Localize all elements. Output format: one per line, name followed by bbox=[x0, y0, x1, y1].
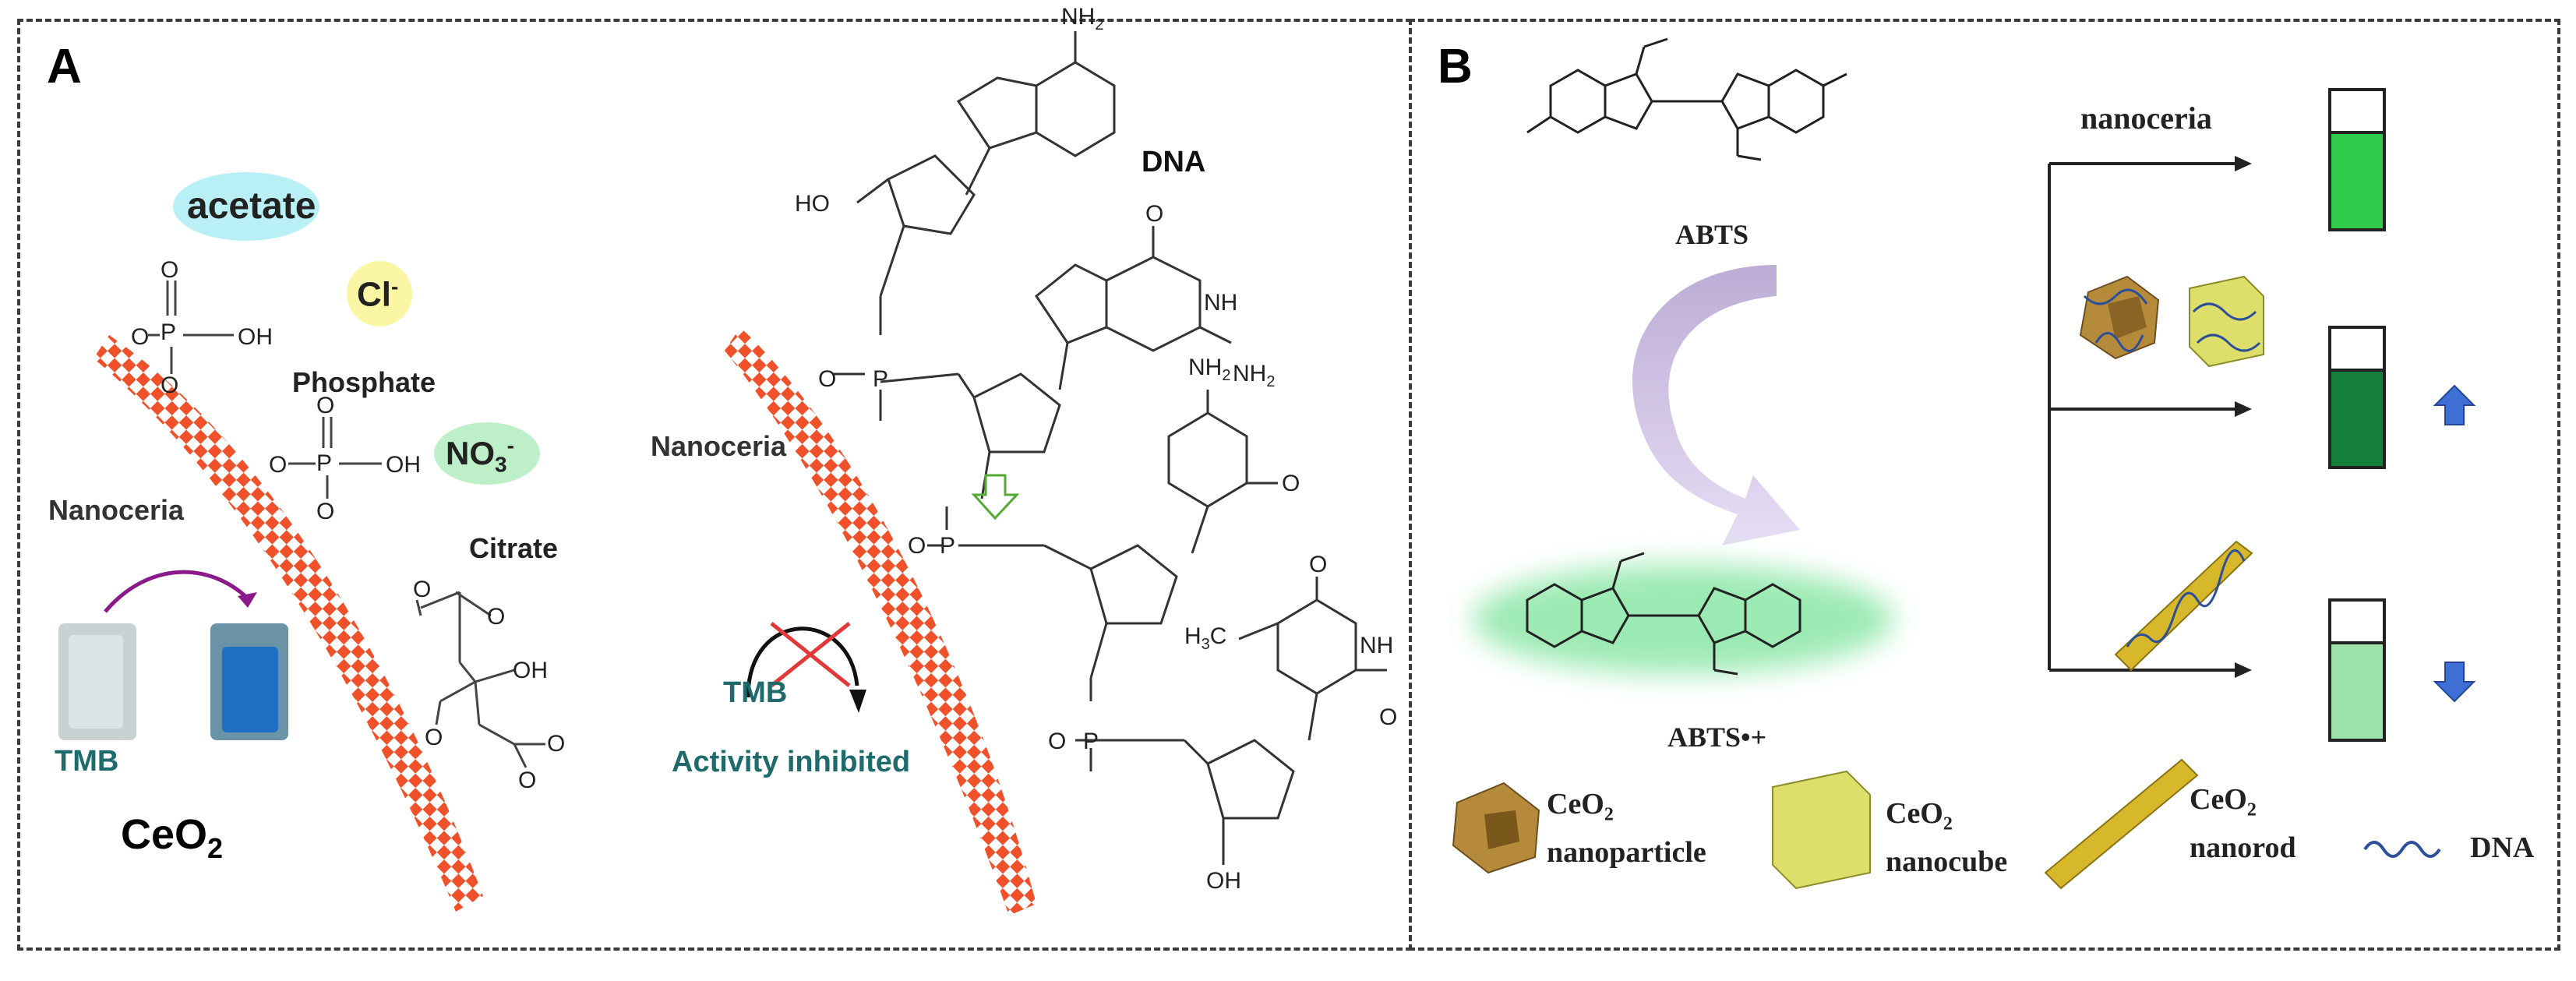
phosphate-dna3-o: O bbox=[1048, 729, 1067, 754]
nanoceria-surface-right bbox=[725, 327, 1036, 916]
panel-b-drawing bbox=[1452, 37, 2476, 890]
panel-a-drawing bbox=[58, 31, 1387, 916]
sugar4-oh: OH bbox=[1206, 868, 1241, 894]
citrate-o-bottom: O bbox=[518, 768, 537, 793]
abts-radical-label: ABTS•+ bbox=[1667, 722, 1767, 753]
legend-dna-label: DNA bbox=[2470, 831, 2535, 864]
legend-nanorod-icon bbox=[2044, 758, 2199, 890]
abts-label: ABTS bbox=[1675, 219, 1749, 250]
legend-dna-icon bbox=[2363, 841, 2441, 858]
chloride-label: Cl- bbox=[357, 274, 399, 314]
phosphate-dna1-p: P bbox=[873, 366, 889, 392]
phosphate1-o-bottom: O bbox=[161, 372, 179, 398]
phosphate2-o-left: O bbox=[269, 452, 288, 478]
acetate-bubble bbox=[173, 172, 319, 241]
nanorod-with-dna bbox=[2114, 540, 2253, 672]
tmb-oxidation-arrow bbox=[104, 570, 251, 613]
thymine-o-top: O bbox=[1309, 552, 1328, 577]
citrate-o-top: O bbox=[487, 604, 506, 630]
nitrate-bubble bbox=[434, 422, 540, 485]
phosphate2-oh: OH bbox=[386, 452, 421, 478]
nanoceria-label-left: Nanoceria bbox=[48, 494, 185, 526]
phosphate-dna1-o: O bbox=[818, 366, 837, 392]
thymine-o-right: O bbox=[1379, 704, 1398, 730]
nanoceria-surface-left bbox=[94, 335, 483, 912]
citrate-o-left: O bbox=[413, 577, 432, 602]
activity-inhibited-label: Activity inhibited bbox=[672, 746, 911, 778]
tmb-label-right: TMB bbox=[723, 676, 788, 709]
citrate-label: Citrate bbox=[469, 532, 559, 564]
phosphate2-o-top: O bbox=[316, 393, 335, 418]
phosphate1-o-top: O bbox=[161, 257, 179, 283]
nanoceria-label-right: Nanoceria bbox=[651, 430, 787, 462]
guanine-nh: NH bbox=[1204, 290, 1238, 316]
dna-label: DNA bbox=[1142, 146, 1206, 178]
citrate-o-mid: O bbox=[425, 725, 443, 750]
cytosine-nh2: NH2 bbox=[1188, 355, 1231, 384]
panel-b-letter: B bbox=[1438, 40, 1473, 94]
phosphate2-p: P bbox=[316, 450, 333, 476]
phosphate-dna2-o: O bbox=[908, 533, 926, 559]
legend-nanocube-icon bbox=[1772, 770, 1871, 890]
nanocube-with-dna bbox=[2189, 275, 2264, 368]
adenine-nh2: NH2 bbox=[1061, 4, 1104, 34]
thymine-nh: NH bbox=[1360, 633, 1394, 658]
phosphate1-oh: OH bbox=[238, 324, 273, 350]
phosphate-label: Phosphate bbox=[292, 366, 436, 398]
thymine-h3c: H3C bbox=[1184, 623, 1227, 653]
phosphate1-o-left: O bbox=[131, 324, 150, 350]
nitrate-label: NO3- bbox=[446, 433, 514, 477]
citrate-oh: OH bbox=[513, 658, 548, 683]
panel-a-letter: A bbox=[47, 40, 82, 94]
guanine-o: O bbox=[1145, 201, 1164, 227]
arrow-down-icon bbox=[2433, 662, 2476, 703]
chloride-bubble bbox=[347, 261, 412, 326]
phosphate-dna3-p: P bbox=[1083, 729, 1099, 754]
oxidation-curve-arrow bbox=[1632, 265, 1800, 545]
inhibition-arc bbox=[746, 626, 859, 698]
ceo2-label: CeO2 bbox=[121, 811, 224, 864]
citrate-o-right: O bbox=[547, 731, 566, 757]
acetate-label: acetate bbox=[187, 185, 316, 227]
cytosine-o: O bbox=[1282, 471, 1300, 496]
sugar1-ho: HO bbox=[795, 191, 830, 217]
binding-site-arrow bbox=[971, 474, 1020, 520]
tmb-label-left: TMB bbox=[55, 745, 119, 778]
phosphate-dna2-p: P bbox=[940, 533, 956, 559]
phosphate2-o-bottom: O bbox=[316, 499, 335, 524]
nanoceria-branch-label: nanoceria bbox=[2080, 101, 2212, 136]
arrow-up-icon bbox=[2433, 384, 2476, 425]
phosphate1-p: P bbox=[161, 319, 177, 345]
guanine-nh2: NH2 bbox=[1233, 361, 1276, 390]
panel-b-frame bbox=[1409, 19, 2560, 951]
